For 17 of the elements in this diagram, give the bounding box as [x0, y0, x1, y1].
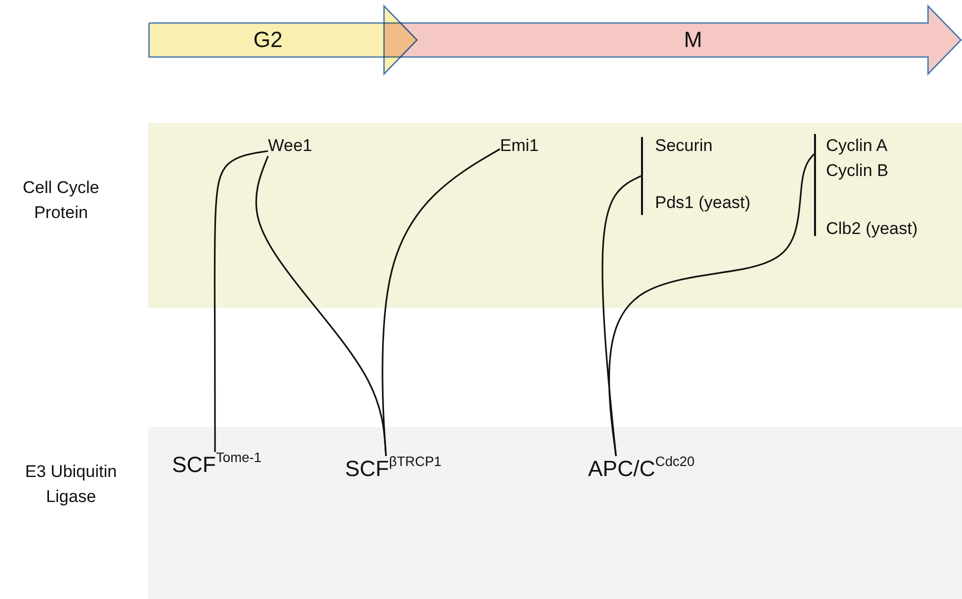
protein-label: Pds1 (yeast) — [655, 192, 750, 213]
phase-label: M — [682, 27, 704, 53]
protein-label: Clb2 (yeast) — [826, 218, 918, 239]
phase-label: G2 — [252, 27, 284, 53]
ligase-label: SCF$^{βTRCP1}$ — [345, 456, 442, 482]
connector-line — [382, 148, 500, 456]
ligase-label: APC/C$^{Cdc20}$ — [588, 456, 695, 482]
ligase-label: SCF$^{Tome-1}$ — [172, 452, 262, 478]
connector-line — [214, 150, 268, 452]
protein-label: Cyclin A — [826, 135, 888, 156]
protein-label: Emi1 — [500, 135, 539, 156]
row-heading: E3 Ubiquitin Ligase — [24, 461, 118, 508]
protein-label: Wee1 — [268, 135, 312, 156]
protein-label: Securin — [655, 135, 713, 156]
protein-label: Cyclin B — [826, 160, 888, 181]
row-heading: Cell Cycle Protein — [22, 177, 100, 224]
connector-line — [608, 153, 815, 456]
